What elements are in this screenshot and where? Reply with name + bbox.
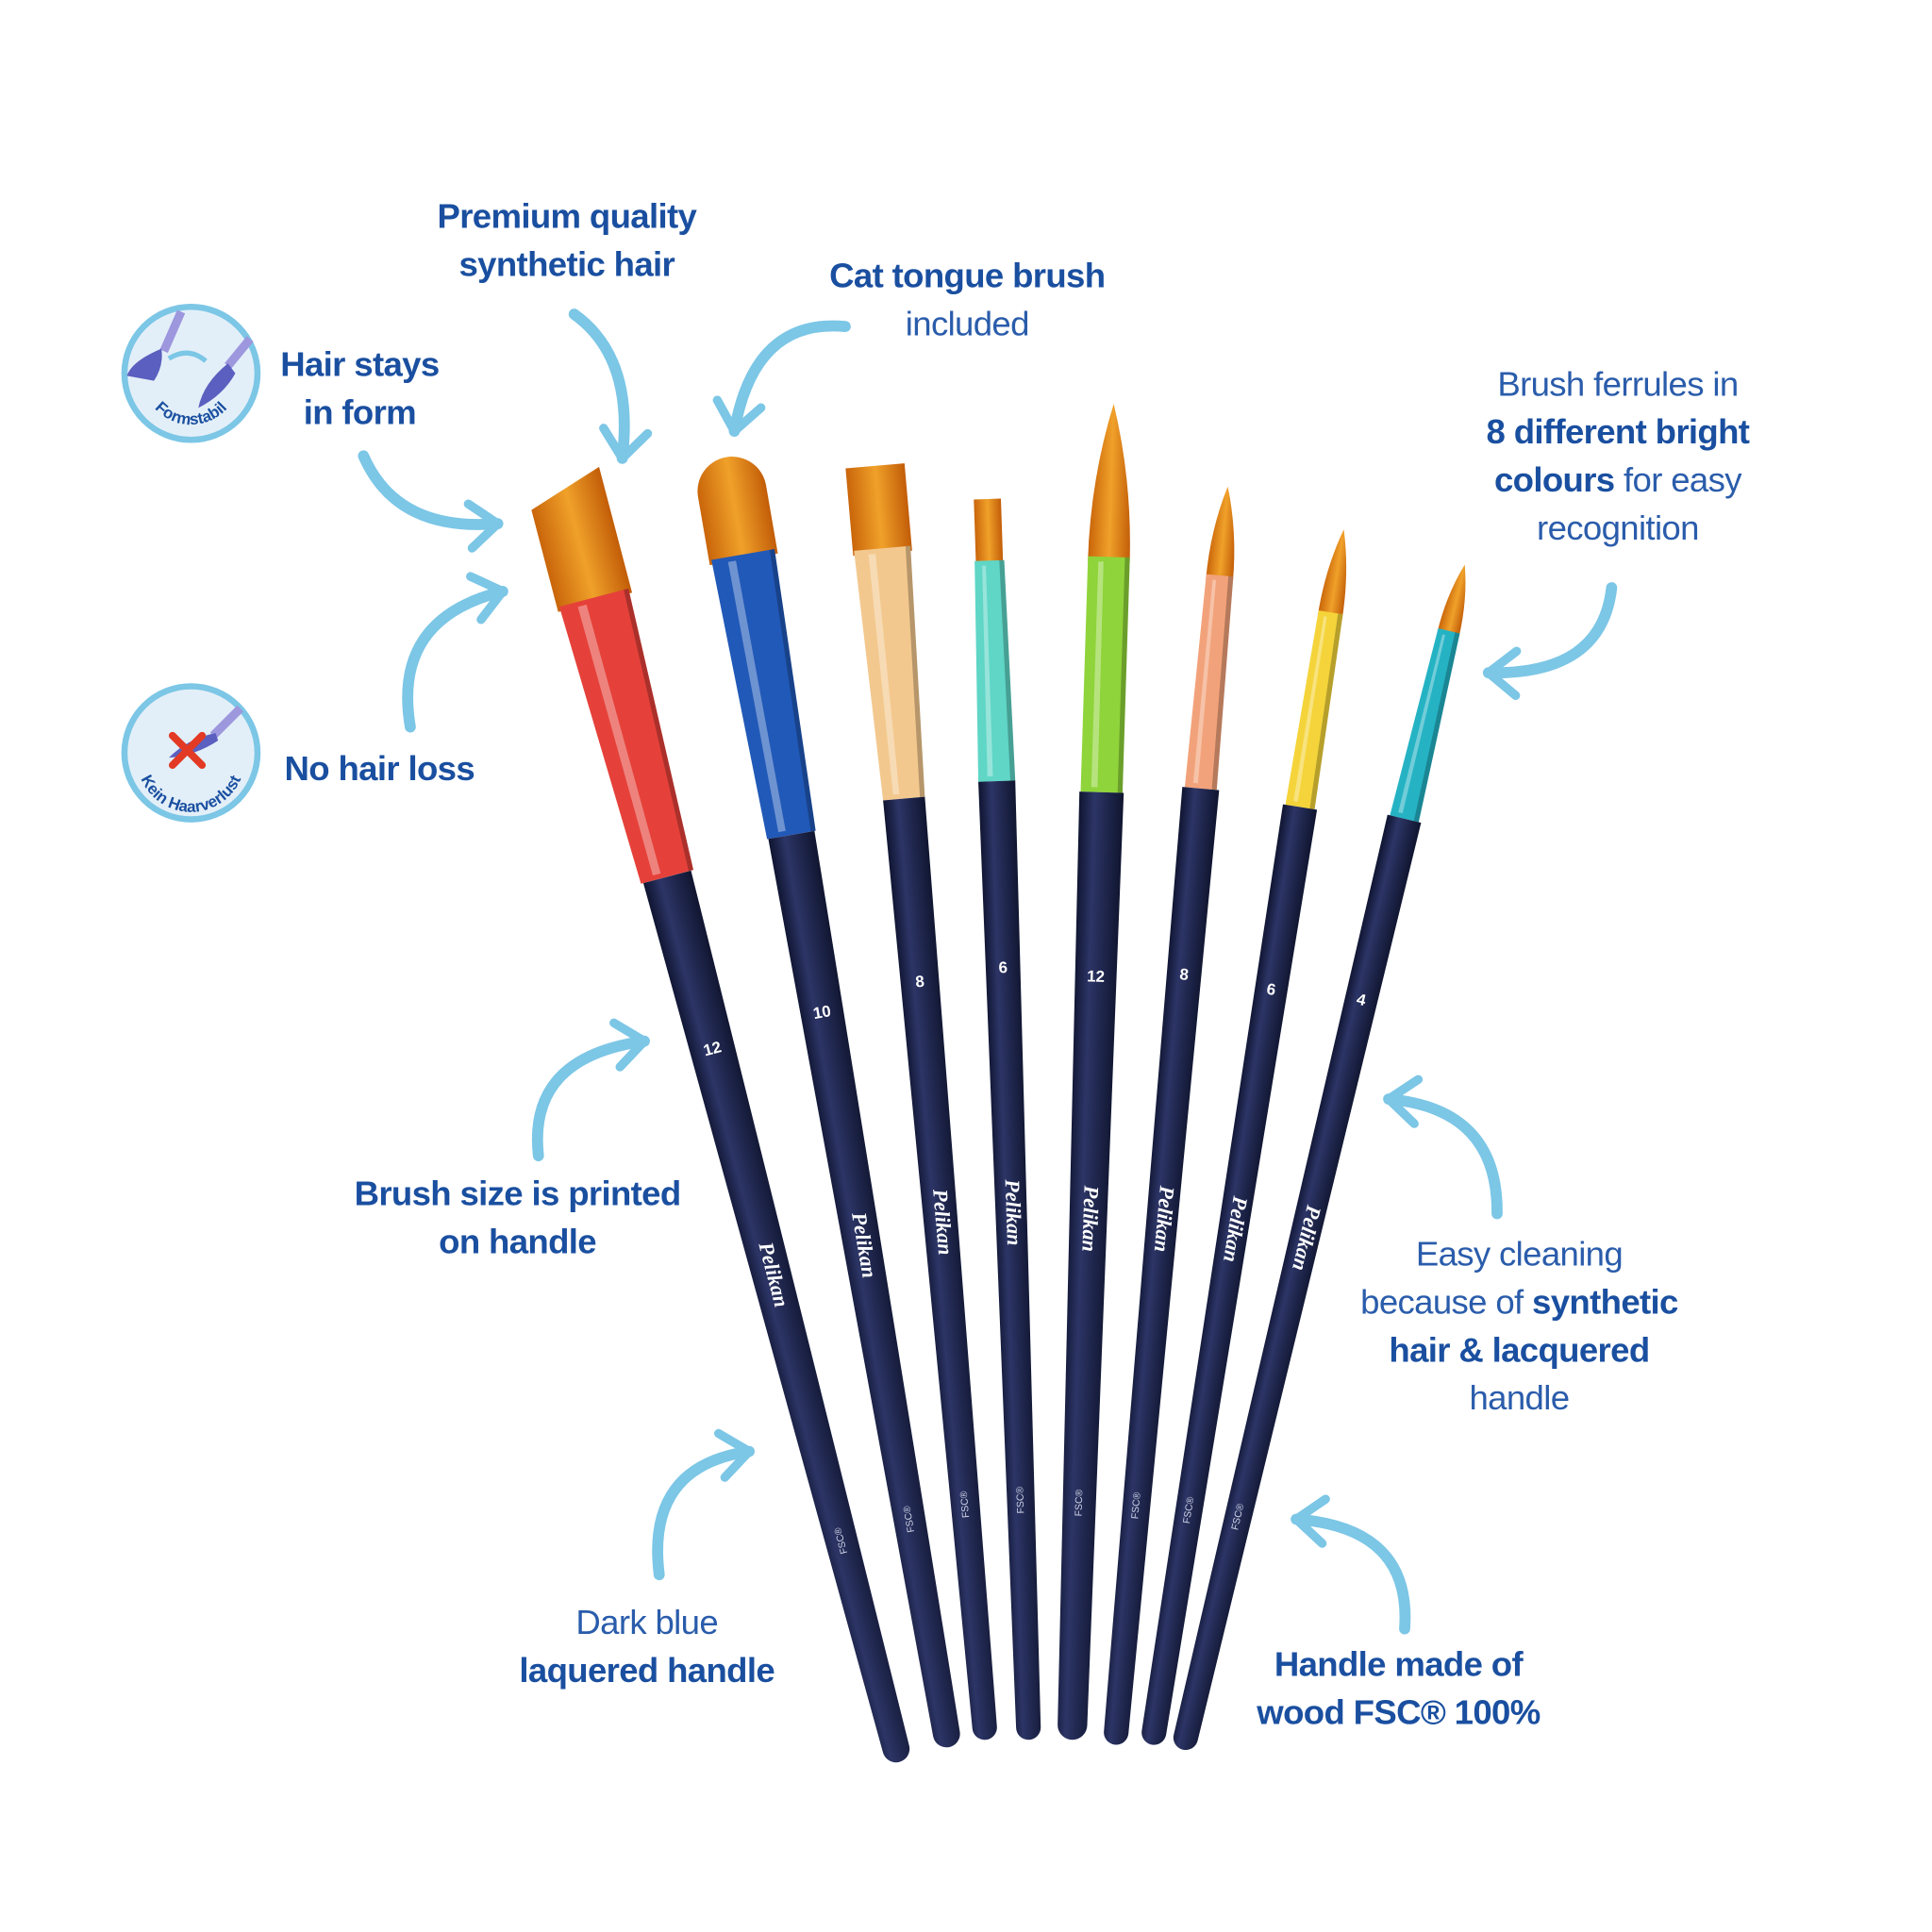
formstabil-badge: Formstabil <box>121 303 261 443</box>
brush-ferrule <box>1390 628 1460 823</box>
brand-logo: Pelikan <box>1077 1184 1103 1252</box>
brush-size-number: 10 <box>811 1002 832 1023</box>
brush-size-number: 12 <box>1087 967 1105 986</box>
brush-ferrule <box>974 559 1016 782</box>
brush-hair <box>974 498 1004 566</box>
label-line: hair & lacquered <box>1389 1330 1650 1370</box>
label-line: Easy cleaning <box>1415 1234 1624 1274</box>
brush-handle <box>978 780 1041 1740</box>
arrow-fsc <box>1291 1494 1411 1635</box>
brush-handle <box>1173 814 1422 1751</box>
label-line: included <box>905 304 1030 343</box>
arrow-easy-cleaning <box>1383 1074 1503 1220</box>
label-line: handle <box>1469 1378 1570 1418</box>
arrow-premium-hair <box>568 308 653 464</box>
brand-logo: Pelikan <box>1001 1178 1026 1246</box>
pointed-brush-icon <box>198 363 236 408</box>
brush-hair <box>1317 529 1347 620</box>
label-line: Cat tongue brush <box>829 256 1106 295</box>
label-line: in form <box>303 392 417 432</box>
brush-hair <box>845 463 912 557</box>
fsc-mark: FSC® <box>1130 1491 1143 1520</box>
fsc-mark: FSC® <box>1182 1496 1196 1524</box>
label-premium-hair: Premium quality synthetic hair <box>407 192 727 289</box>
brush-size-number: 6 <box>1265 980 1276 999</box>
brush-size-number: 12 <box>702 1038 724 1059</box>
brush-handle <box>1141 804 1318 1745</box>
arrow-no-hair-loss <box>402 572 508 733</box>
label-line: Brush size is printed <box>354 1174 682 1213</box>
brush-ferrule <box>1285 610 1343 809</box>
label-line: Handle made of <box>1274 1644 1524 1684</box>
label-dark-blue-handle: Dark blue laquered handle <box>499 1598 794 1694</box>
brush-ferrule <box>854 545 925 801</box>
label-part: synthetic <box>1532 1282 1678 1322</box>
label-line: on handle <box>439 1222 596 1261</box>
brush-hair <box>531 466 633 612</box>
brush-handle <box>642 870 910 1763</box>
fsc-mark: FSC® <box>1074 1489 1085 1516</box>
label-easy-cleaning: Easy cleaning because of synthetic hair … <box>1337 1230 1702 1423</box>
label-fsc-wood: Handle made of wood FSC® 100% <box>1244 1640 1553 1736</box>
arrow-cat-tongue <box>712 320 851 438</box>
brush-ferrule <box>711 548 816 840</box>
brush-handle <box>1058 791 1124 1740</box>
arrow-brush-size <box>531 1018 650 1162</box>
label-brush-size: Brush size is printed on handle <box>345 1170 691 1266</box>
fsc-mark: FSC® <box>959 1491 972 1519</box>
label-line: Hair stays <box>280 344 440 384</box>
label-line: Brush ferrules in <box>1497 364 1739 404</box>
brush-hair <box>1206 486 1235 582</box>
label-line: Premium quality <box>437 196 697 236</box>
cross-icon <box>168 731 207 770</box>
brush-hair <box>697 457 778 566</box>
label-part: for easy <box>1614 460 1742 499</box>
label-part: colours <box>1493 460 1615 499</box>
brush-hair <box>1088 404 1130 563</box>
transform-arrow-icon <box>167 350 208 363</box>
brush-size-number: 8 <box>1179 965 1190 984</box>
label-cat-tongue: Cat tongue brush included <box>813 251 1122 347</box>
label-no-hair-loss: No hair loss <box>284 749 475 788</box>
label-line: Dark blue <box>575 1603 719 1641</box>
arrow-ferrules <box>1482 582 1618 700</box>
label-line: synthetic hair <box>458 244 675 284</box>
splayed-brush-icon <box>126 348 162 381</box>
arrow-dark-blue <box>652 1428 755 1581</box>
fsc-mark: FSC® <box>1015 1486 1026 1513</box>
kein-haarverlust-badge: Kein Haarverlust <box>121 683 261 823</box>
brush-size-number: 8 <box>915 973 925 991</box>
arrow-hair-stays <box>358 450 504 553</box>
brush-handle <box>768 830 960 1748</box>
label-part: because of <box>1360 1282 1533 1322</box>
brand-logo: Pelikan <box>928 1187 958 1256</box>
brush-ferrule <box>1080 556 1130 793</box>
brush-handle <box>883 796 997 1740</box>
brush-hair <box>1437 564 1466 639</box>
label-line: wood FSC® 100% <box>1257 1692 1541 1732</box>
label-hair-stays: Hair stays in form <box>261 340 458 436</box>
label-line: recognition <box>1537 508 1699 547</box>
label-line: 8 different bright <box>1486 412 1750 452</box>
label-line: laquered handle <box>519 1651 775 1690</box>
brush-handle <box>1104 787 1220 1745</box>
brush-ferrule <box>558 588 694 884</box>
fsc-mark: FSC® <box>902 1505 917 1533</box>
brush-size-number: 6 <box>998 958 1008 976</box>
brush-ferrule <box>1184 574 1234 791</box>
label-ferrules: Brush ferrules in 8 different bright col… <box>1454 359 1781 552</box>
